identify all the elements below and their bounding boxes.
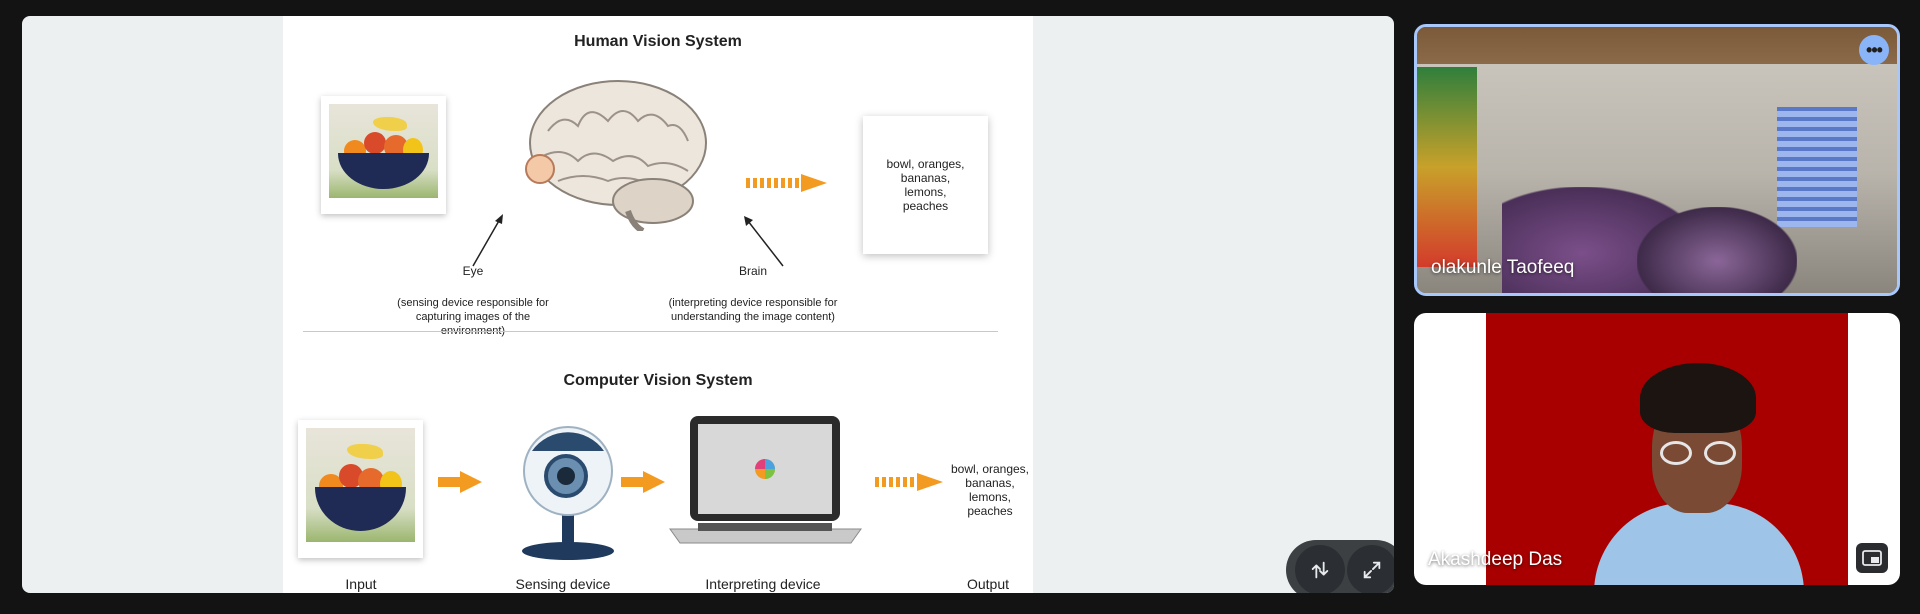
expand-icon (1363, 561, 1381, 579)
fruit-bowl-photo (321, 96, 446, 214)
participant-tile-olakunle[interactable]: ••• olakunle Taofeeq (1414, 24, 1900, 296)
shared-slide: Human Vision System (283, 16, 1033, 593)
human-vision-title: Human Vision System (574, 33, 742, 50)
swap-layout-button[interactable] (1295, 545, 1345, 593)
human-output-box: bowl, oranges, bananas, lemons, peaches (863, 116, 988, 254)
sensing-device-label: Sensing device (515, 576, 611, 592)
swap-vertical-icon (1311, 561, 1329, 579)
computer-vision-title: Computer Vision System (563, 372, 753, 389)
eye-description: (sensing device responsible for capturin… (397, 297, 549, 337)
glasses-left (1660, 441, 1692, 465)
brain-illustration (525, 80, 707, 231)
more-options-button[interactable]: ••• (1859, 35, 1889, 65)
participant-name: olakunle Taofeeq (1431, 257, 1575, 278)
input-to-sensor-arrow (438, 471, 482, 493)
sensor-to-laptop-arrow (621, 471, 665, 493)
presentation-controls (1286, 540, 1394, 593)
eye-label: Eye (462, 264, 484, 278)
eye-pointer-arrow (472, 214, 503, 267)
output-label: Output (966, 576, 1010, 592)
presentation-stage: Human Vision System (22, 16, 1394, 593)
fullscreen-button[interactable] (1347, 545, 1394, 593)
cv-output-arrow (875, 473, 945, 491)
picture-in-picture-button[interactable] (1856, 543, 1888, 573)
person-hair (1640, 363, 1756, 433)
people-group (1637, 207, 1797, 293)
picture-in-picture-icon (1862, 550, 1882, 566)
brain-label: Brain (738, 264, 767, 278)
glasses-right (1704, 441, 1736, 465)
brain-description: (interpreting device responsible for und… (668, 297, 838, 323)
webcam-illustration (522, 426, 614, 560)
more-options-icon: ••• (1866, 39, 1883, 60)
brain-pointer-arrow (744, 216, 784, 267)
wall-decor (1417, 67, 1477, 267)
interpreting-device-label: Interpreting device (705, 576, 821, 592)
input-label: Input (345, 576, 377, 592)
cv-output-text: bowl, oranges, bananas, lemons, peaches (950, 462, 1030, 518)
participant-tile-akashdeep[interactable]: Akashdeep Das (1414, 313, 1900, 585)
human-output-arrow (746, 174, 831, 192)
section-divider (303, 331, 998, 332)
participant-name: Akashdeep Das (1428, 549, 1563, 570)
input-fruit-bowl-photo (298, 420, 423, 558)
laptop-illustration (669, 416, 862, 544)
